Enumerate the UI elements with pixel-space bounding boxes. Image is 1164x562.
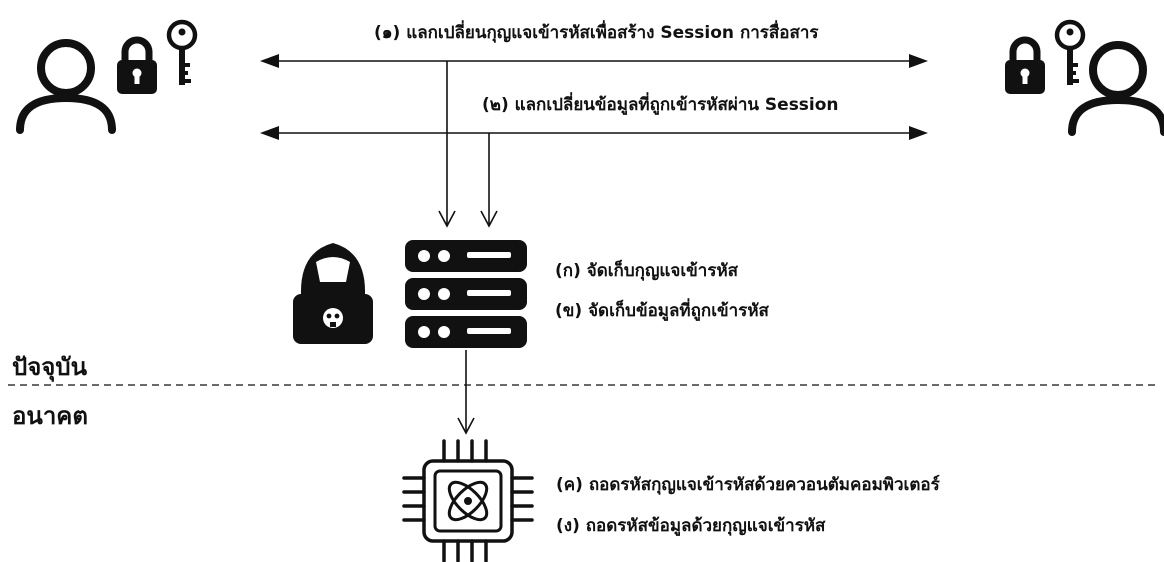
future-label: อนาคต xyxy=(12,402,88,430)
left-key-icon xyxy=(169,22,195,85)
decrypt-keys-label: (ค) ถอดรหัสกุญแจเข้ารหัสด้วยควอนตัมคอมพิ… xyxy=(556,475,940,495)
server-icon xyxy=(405,240,527,348)
left-padlock-icon xyxy=(117,40,157,94)
intercept-arrow-data xyxy=(480,133,498,228)
decrypt-data-label: (ง) ถอดรหัสข้อมูลด้วยกุญแจเข้ารหัส xyxy=(556,516,826,536)
step1-label: (๑) แลกเปลี่ยนกุญแจเข้ารหัสเพื่อสร้าง Se… xyxy=(374,23,819,43)
right-padlock-icon xyxy=(1005,40,1045,94)
exchange-arrow-step2 xyxy=(260,126,928,140)
exchange-arrow-step1 xyxy=(260,54,928,68)
store-keys-label: (ก) จัดเก็บกุญแจเข้ารหัส xyxy=(555,261,739,281)
intercept-arrow-keys xyxy=(438,61,456,228)
step2-label: (๒) แลกเปลี่ยนข้อมูลที่ถูกเข้ารหัสผ่าน S… xyxy=(482,95,839,115)
quantum-chip-icon xyxy=(402,439,534,562)
future-decrypt-arrow xyxy=(457,350,475,435)
hacker-icon xyxy=(293,243,373,344)
right-user-icon xyxy=(1072,45,1164,132)
right-key-icon xyxy=(1057,22,1083,85)
present-label: ปัจจุบัน xyxy=(12,353,87,381)
left-user-icon xyxy=(20,43,112,130)
store-data-label: (ข) จัดเก็บข้อมูลที่ถูกเข้ารหัส xyxy=(555,301,769,321)
